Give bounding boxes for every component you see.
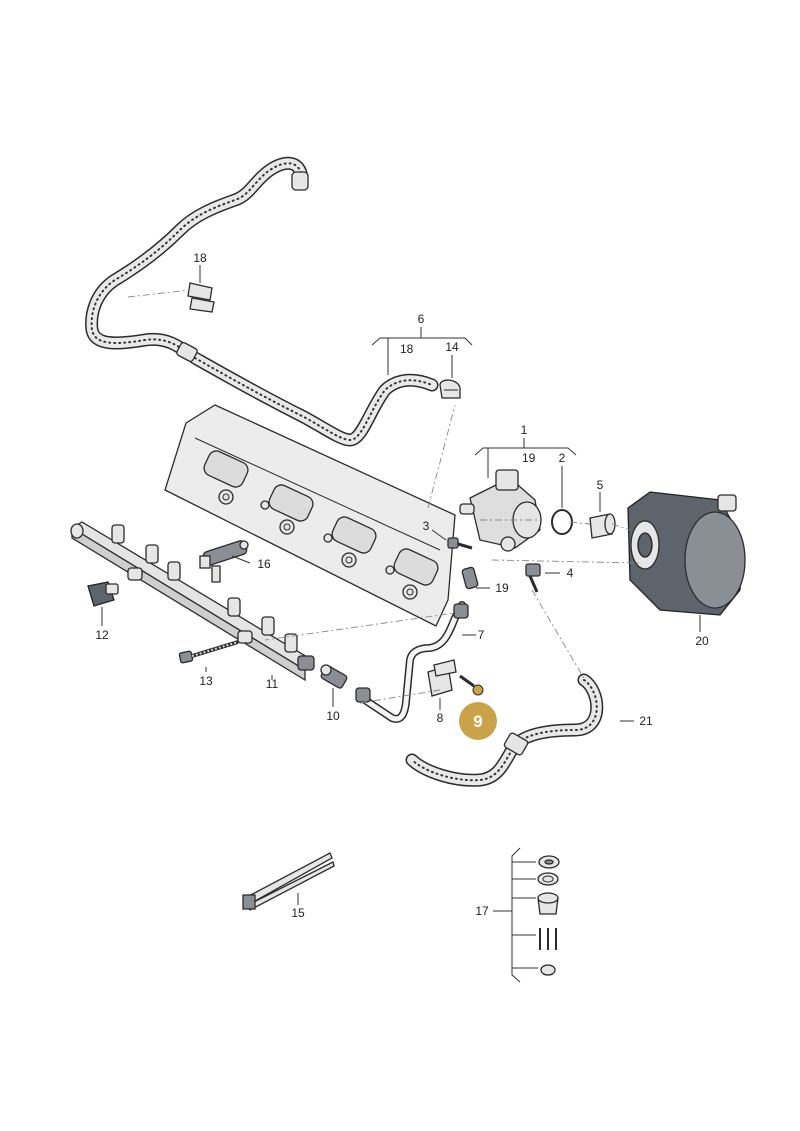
rail-mount-boss <box>237 630 253 644</box>
high-pressure-pump <box>459 469 542 552</box>
bolt-9 <box>459 674 484 696</box>
fuel-line-7 <box>355 601 469 723</box>
rail-outlet <box>297 655 315 671</box>
label-17: 17 <box>475 904 489 918</box>
label-5: 5 <box>597 478 604 492</box>
label-4: 4 <box>567 566 574 580</box>
label-21: 21 <box>639 714 653 728</box>
cable-tie-15 <box>242 852 335 911</box>
union-19 <box>461 566 479 590</box>
hose-end-cap <box>291 171 309 191</box>
label-19: 19 <box>495 581 509 595</box>
rail-ports <box>111 524 298 653</box>
cylinder-head-plate <box>164 404 456 627</box>
label-8: 8 <box>437 711 444 725</box>
leader-lines <box>101 265 701 983</box>
highlight-callout-9[interactable]: 9 <box>459 702 497 740</box>
label-16: 16 <box>257 557 271 571</box>
label-9: 9 <box>473 712 482 731</box>
label-18-upper: 18 <box>193 251 207 265</box>
vacuum-pump <box>627 491 746 616</box>
fuel-rail <box>70 521 315 682</box>
label-18-group: 18 <box>400 342 414 356</box>
part-labels: 18 6 18 14 1 19 2 5 3 16 4 19 12 7 20 13… <box>95 251 709 920</box>
clamp-18-upper <box>187 282 215 313</box>
label-3: 3 <box>423 519 430 533</box>
upper-fuel-hose <box>85 156 439 447</box>
label-2: 2 <box>559 451 566 465</box>
bracket-8 <box>427 659 457 697</box>
clamp-14 <box>439 379 461 399</box>
label-10: 10 <box>326 709 340 723</box>
bolt-13 <box>178 640 239 664</box>
pump-inlet <box>459 503 475 515</box>
bolt-3 <box>447 537 473 550</box>
sensor-12 <box>87 581 119 607</box>
label-13: 13 <box>199 674 213 688</box>
injector-16 <box>199 540 249 583</box>
label-6: 6 <box>418 312 425 326</box>
rail-mount-boss <box>127 567 143 581</box>
label-11: 11 <box>266 677 279 691</box>
line-nut <box>453 603 469 619</box>
o-ring-2 <box>551 509 573 535</box>
label-14: 14 <box>445 340 459 354</box>
lower-fuel-hose <box>405 673 604 787</box>
label-1: 1 <box>521 423 528 437</box>
fitting-4 <box>525 563 541 593</box>
assembly-centerlines <box>127 289 641 704</box>
hose-coupling <box>503 732 529 756</box>
label-15: 15 <box>291 906 305 920</box>
plate-ports <box>203 450 439 600</box>
hose-coupling <box>176 342 198 362</box>
highlight-badge <box>459 702 497 740</box>
union-10 <box>320 664 348 689</box>
repair-kit-17 <box>537 855 560 976</box>
label-12: 12 <box>95 628 109 642</box>
label-19-group: 19 <box>522 451 536 465</box>
label-20: 20 <box>695 634 709 648</box>
tappet-5 <box>589 513 616 539</box>
line-nut <box>355 687 371 703</box>
label-7: 7 <box>478 628 485 642</box>
